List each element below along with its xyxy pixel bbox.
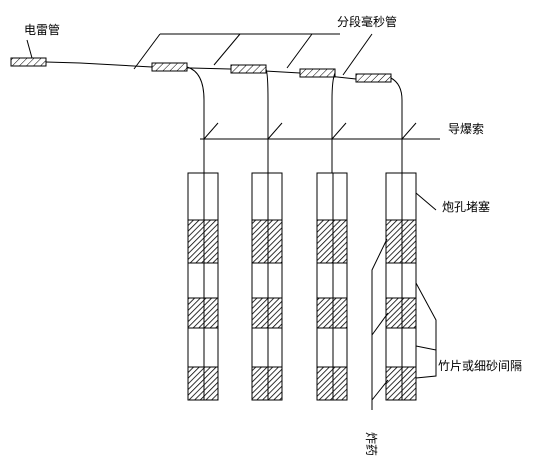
ms-cap-2 xyxy=(230,64,267,74)
blast-hole-1 xyxy=(187,172,219,401)
explosive-charge-3 xyxy=(316,366,348,401)
explosive-charge-2 xyxy=(187,297,219,329)
label-ms-delay: 分段毫秒管 xyxy=(337,14,397,29)
ms-cap-1 xyxy=(151,62,188,72)
cord-tick-2 xyxy=(267,122,283,140)
explosive-charge-3 xyxy=(385,366,417,401)
hole-outline xyxy=(316,172,348,401)
cord-tick-1 xyxy=(203,122,219,140)
lead-4 xyxy=(390,77,403,173)
explosive-charge-1 xyxy=(385,219,417,264)
ms-tick-2 xyxy=(213,33,241,66)
explosive-charge-1 xyxy=(251,219,283,264)
blast-hole-3 xyxy=(316,172,348,401)
leader-spacer xyxy=(415,282,437,379)
explosive-charge-2 xyxy=(316,297,348,329)
ms-tick-1 xyxy=(133,33,161,70)
cord-tick-3 xyxy=(331,122,347,140)
ms-cap-3 xyxy=(299,68,336,78)
label-stemming: 炮孔堵塞 xyxy=(442,199,490,214)
detonator-cap xyxy=(10,57,47,67)
ms-tick-3 xyxy=(286,33,313,69)
lead-3 xyxy=(331,72,336,173)
lead-1 xyxy=(186,66,205,173)
label-detonator: 电雷管 xyxy=(24,22,60,37)
explosive-charge-1 xyxy=(187,219,219,264)
blast-hole-4 xyxy=(385,172,417,401)
label-det-cord: 导爆索 xyxy=(448,122,484,136)
explosive-charge-1 xyxy=(316,219,348,264)
explosive-charge-3 xyxy=(187,366,219,401)
explosive-charge-3 xyxy=(251,366,283,401)
label-explosive: 炸药 xyxy=(364,432,378,456)
lead-2 xyxy=(265,68,269,173)
leader-detonator xyxy=(26,39,33,59)
hole-outline xyxy=(385,172,417,401)
blast-hole-2 xyxy=(251,172,283,401)
hole-outline xyxy=(187,172,219,401)
explosive-charge-2 xyxy=(385,297,417,329)
blast-holes xyxy=(187,172,417,401)
leader-explosive xyxy=(371,238,389,410)
ms-tick-4 xyxy=(342,33,373,76)
leader-stemming xyxy=(415,192,437,211)
explosive-charge-2 xyxy=(251,297,283,329)
ms-cap-4 xyxy=(355,73,392,83)
hole-outline xyxy=(251,172,283,401)
label-spacer: 竹片或细砂间隔 xyxy=(438,359,522,373)
cord-tick-4 xyxy=(401,122,417,140)
